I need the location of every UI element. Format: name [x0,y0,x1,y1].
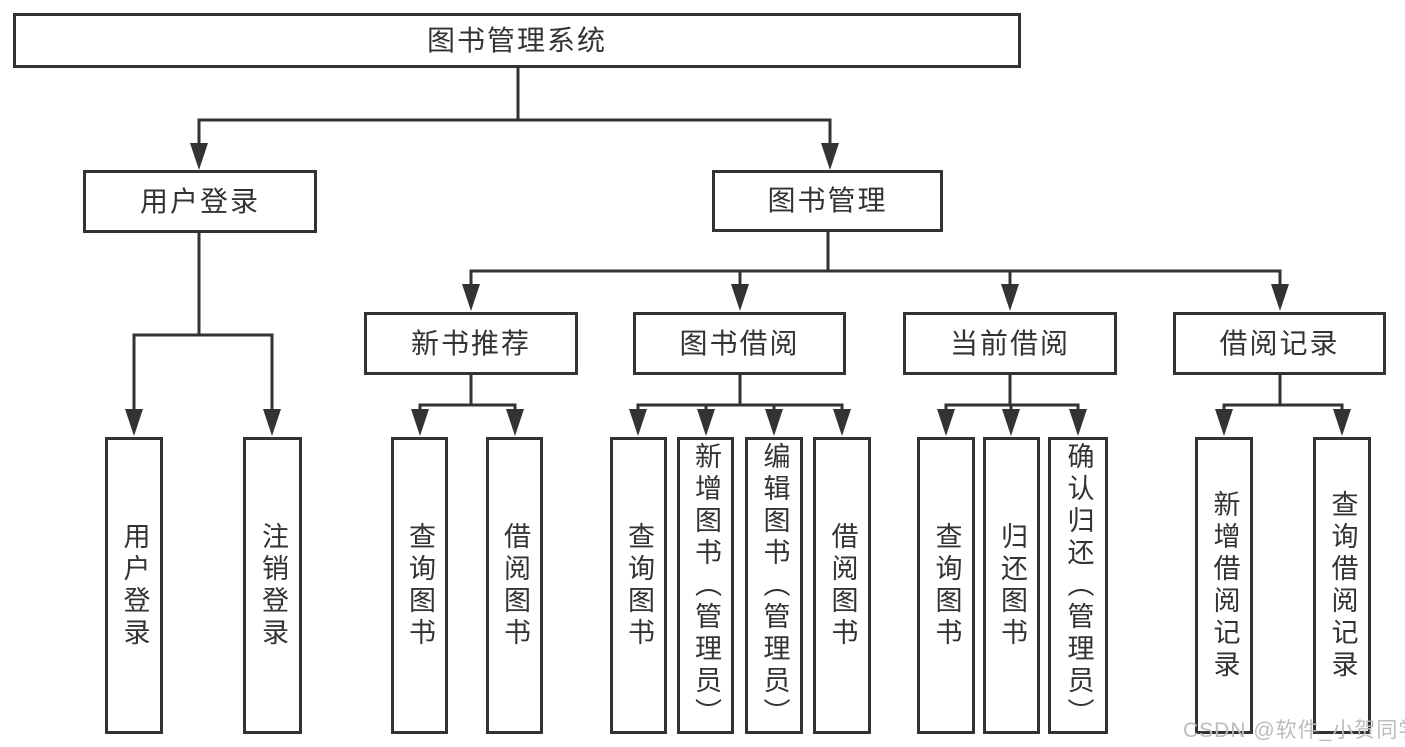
leaf-query-borrow-record: 查询借阅记录 [1313,437,1371,734]
leaf-query-books-recommend: 查询图书 [391,437,448,734]
leaf-logout: 注销登录 [243,437,302,734]
watermark: CSDN @软件_小贺同学 [1183,719,1405,742]
node-book-borrowing: 图书借阅 [633,312,846,375]
leaf-confirm-return-admin: 确认归还（管理员） [1048,437,1108,734]
leaf-add-books-admin: 新增图书（管理员） [677,437,734,734]
leaf-edit-books-admin: 编辑图书（管理员） [745,437,803,734]
leaf-query-books-current: 查询图书 [917,437,975,734]
node-current-borrowing: 当前借阅 [903,312,1117,375]
leaf-borrow-books: 借阅图书 [813,437,871,734]
node-borrowing-records: 借阅记录 [1173,312,1386,375]
node-user-login-branch: 用户登录 [83,170,317,233]
leaf-borrow-books-recommend: 借阅图书 [486,437,543,734]
leaf-user-login: 用户登录 [105,437,163,734]
node-book-management-branch: 图书管理 [712,170,943,232]
leaf-return-books: 归还图书 [983,437,1040,734]
node-new-book-recommend: 新书推荐 [364,312,578,375]
leaf-add-borrow-record: 新增借阅记录 [1195,437,1253,734]
leaf-query-books-borrowing: 查询图书 [610,437,667,734]
node-library-management-system: 图书管理系统 [13,13,1021,68]
